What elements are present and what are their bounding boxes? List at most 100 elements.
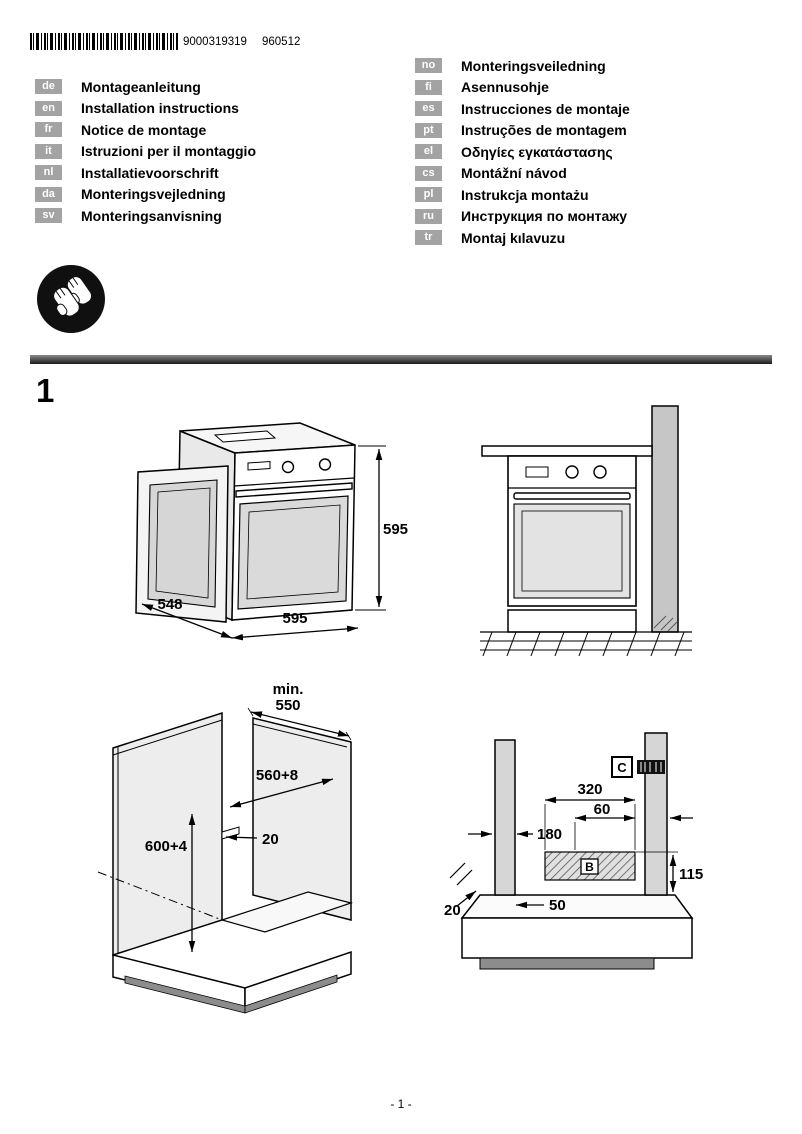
dim-niche-60: 60: [574, 801, 635, 850]
oven-installed-diagram: [480, 405, 692, 657]
lang-code-badge: fi: [415, 79, 442, 95]
svg-text:560+8: 560+8: [256, 767, 298, 784]
dim-cabinet-rear-gap: 20: [225, 831, 279, 848]
lang-code-badge: it: [35, 143, 62, 159]
lang-code-badge: no: [415, 58, 442, 74]
oven-display: [247, 460, 271, 471]
svg-text:550: 550: [275, 697, 300, 714]
lang-row: fr Notice de montage: [35, 119, 256, 141]
rating-sticker: [637, 760, 665, 774]
base-front-face: [461, 917, 693, 959]
oven-knob: [281, 460, 295, 474]
lang-title: Monteringsveiledning: [461, 57, 606, 74]
lang-code-badge: fr: [35, 122, 62, 138]
lang-code-badge: sv: [35, 208, 62, 224]
svg-text:548: 548: [157, 596, 182, 613]
protective-gloves-icon: [37, 265, 105, 333]
lang-row: es Instrucciones de montaje: [415, 98, 630, 120]
lang-code-badge: tr: [415, 230, 442, 246]
svg-text:600+4: 600+4: [145, 838, 188, 855]
lang-code-badge: de: [35, 79, 62, 95]
oven-isometric-diagram: 595 548 595: [135, 422, 408, 641]
oven-knob: [318, 458, 332, 471]
dim-niche-20: 20: [444, 862, 477, 919]
svg-text:115: 115: [679, 866, 703, 883]
oven-top-vent: [213, 430, 277, 443]
left-panel: [494, 739, 516, 896]
svg-text:180: 180: [537, 826, 562, 843]
lang-title: Installatievoorschrift: [81, 164, 219, 181]
lang-title: Installation instructions: [81, 100, 239, 117]
lang-row: pt Instruções de montagem: [415, 120, 630, 142]
page-number: - 1 -: [390, 1097, 412, 1111]
svg-text:50: 50: [549, 897, 566, 914]
oven-display: [525, 466, 549, 478]
svg-text:60: 60: [594, 801, 611, 818]
lang-title: Asennusohje: [461, 79, 549, 96]
oven-door-glass: [237, 495, 349, 610]
lang-row: sv Monteringsanvisning: [35, 205, 256, 227]
lang-row: el Οδηγίες εγκατάστασης: [415, 141, 630, 163]
right-panel: [644, 732, 668, 896]
oven-door: [513, 503, 631, 599]
tiled-floor: [480, 631, 692, 657]
niche-section-diagram: B C 320 60 180: [444, 732, 703, 970]
oven-handle: [513, 492, 631, 500]
lang-title: Montaj kılavuzu: [461, 229, 566, 246]
lang-code-badge: es: [415, 101, 442, 117]
lang-title: Notice de montage: [81, 121, 207, 138]
lang-title: Οδηγίες εγκατάστασης: [461, 143, 613, 160]
lang-title: Montážní návod: [461, 165, 567, 182]
dim-niche-180: 180: [517, 826, 562, 843]
lang-row: ru Инструкция по монтажу: [415, 206, 630, 228]
lang-row: fi Asennusohje: [415, 77, 630, 99]
plinth: [479, 957, 655, 970]
dim-cabinet-min-depth: min. 550: [247, 681, 352, 741]
detail-label: C: [617, 760, 627, 775]
language-list-right: no Monteringsveiledning fi Asennusohje e…: [415, 55, 630, 249]
lang-row: de Montageanleitung: [35, 76, 256, 98]
oven-knob: [565, 465, 579, 479]
section-divider: [30, 355, 772, 364]
cabinet-niche-diagram: min. 550 560+8 600+4 20: [97, 681, 354, 1014]
lang-row: pl Instrukcja montażu: [415, 184, 630, 206]
oven-handle: [235, 482, 353, 498]
lang-title: Instruções de montagem: [461, 122, 627, 139]
lang-title: Monteringsanvisning: [81, 207, 222, 224]
dim-niche-115: 115: [636, 851, 703, 892]
plinth: [244, 974, 338, 1014]
base-drawer: [507, 609, 637, 633]
svg-text:320: 320: [577, 781, 602, 798]
detail-c-box: [611, 756, 633, 778]
lang-title: Instrucciones de montaje: [461, 100, 630, 117]
dim-oven-width: 595: [231, 610, 359, 641]
dim-cabinet-width: 560+8: [229, 767, 334, 808]
svg-text:20: 20: [444, 902, 461, 919]
lang-row: en Installation instructions: [35, 98, 256, 120]
print-code: 960512: [262, 36, 301, 48]
svg-text:min.: min.: [273, 681, 304, 698]
barcode-number: 9000319319: [183, 36, 247, 48]
base-top-face: [460, 894, 694, 919]
ean-barcode: [30, 33, 178, 50]
lang-title: Инструкция по монтажу: [461, 208, 628, 225]
lang-row: tr Montaj kılavuzu: [415, 227, 630, 249]
language-list-left: de Montageanleitung en Installation inst…: [35, 76, 256, 227]
lang-code-badge: da: [35, 186, 62, 202]
lang-title: Monteringsvejledning: [81, 186, 226, 203]
lang-code-badge: ru: [415, 208, 442, 224]
right-side-panel: [252, 717, 352, 921]
shelf-label: B: [585, 860, 594, 874]
oven-knob: [593, 465, 607, 479]
niche-floor: [219, 891, 354, 933]
lang-title: Montageanleitung: [81, 78, 201, 95]
base-front-right: [244, 950, 352, 1012]
lang-code-badge: el: [415, 144, 442, 160]
dim-niche-50: 50: [516, 897, 566, 914]
dim-niche-320: 320: [544, 781, 636, 850]
lang-code-badge: en: [35, 100, 62, 116]
lang-title: Instrukcja montażu: [461, 186, 589, 203]
svg-text:20: 20: [262, 831, 279, 848]
lang-code-badge: pl: [415, 187, 442, 203]
